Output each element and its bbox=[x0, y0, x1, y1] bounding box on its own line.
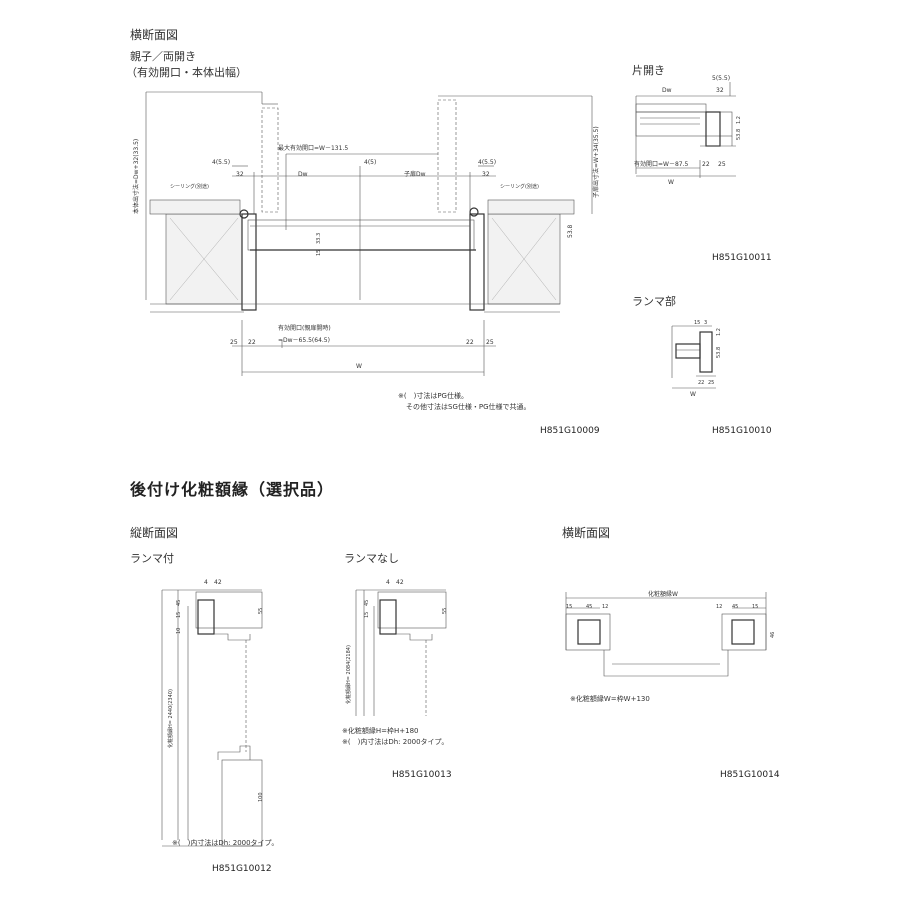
section-title-yoko: 横断面図 bbox=[130, 28, 179, 42]
drawing-code-10010: H851G10010 bbox=[712, 426, 772, 436]
nashi-dim-55: 55 bbox=[442, 608, 448, 614]
tate-dim-15: 15 bbox=[176, 612, 182, 618]
dim-32-right: 32 bbox=[482, 171, 490, 178]
note-pg-1: ※( )寸法はPG仕様。 bbox=[398, 392, 468, 400]
tate-dim-55: 55 bbox=[258, 608, 264, 614]
kata-dim-538: 53.8 bbox=[736, 129, 742, 140]
gaku-dim-46: 46 bbox=[770, 632, 776, 638]
note-pg-2: その他寸法はSG仕様・PG仕様で共通。 bbox=[406, 403, 531, 411]
gaku-dim-45-right: 45 bbox=[732, 604, 738, 610]
dim-max-open: 最大有効開口=W－131.5 bbox=[278, 144, 348, 152]
tate-dim-gh2440: 化粧額縁H= 2440(2340) bbox=[167, 689, 174, 748]
dim-4-55-right: 4(5.5) bbox=[478, 159, 496, 166]
drawing-code-10014: H851G10014 bbox=[720, 770, 780, 780]
kata-dim-12: 1.2 bbox=[736, 116, 742, 124]
dim-538: 53.8 bbox=[567, 224, 574, 238]
subtitle-oyako-2: （有効開口・本体出幅） bbox=[126, 66, 247, 79]
dim-eff-open: 有効開口(親扉開時) bbox=[278, 324, 331, 332]
ranma-dim-12: 1.2 bbox=[716, 328, 722, 336]
drawing-code-10011: H851G10011 bbox=[712, 253, 772, 263]
tate-dim-10: 10 bbox=[176, 628, 182, 634]
dim-25-left: 25 bbox=[230, 339, 238, 346]
dim-ko-dw: 子扉Dw bbox=[404, 170, 426, 178]
section-title-tate: 縦断面図 bbox=[130, 526, 179, 540]
note-dh2000-a: ※( )内寸法はDh: 2000タイプ。 bbox=[172, 839, 279, 847]
label-sealing-left: シーリング(別途) bbox=[170, 183, 209, 190]
dim-4-55-left: 4(5.5) bbox=[212, 159, 230, 166]
gaku-dim-12-right: 12 bbox=[716, 604, 722, 610]
tate-dim-100: 100 bbox=[258, 792, 264, 802]
note-gaku-h: ※化粧額縁H=枠H+180 bbox=[342, 727, 419, 735]
ranma-dim-15: 15 bbox=[694, 320, 700, 326]
dim-33: 33.3 bbox=[316, 233, 322, 244]
section-title-yoko-2: 横断面図 bbox=[562, 526, 611, 540]
kata-dim-22: 22 bbox=[702, 161, 710, 168]
kata-dim-55: 5(5.5) bbox=[712, 75, 730, 82]
nashi-dim-15: 15 bbox=[364, 612, 370, 618]
dim-22-right: 22 bbox=[466, 339, 474, 346]
tate-dim-4: 4 bbox=[204, 579, 208, 586]
drawing-code-10013: H851G10013 bbox=[392, 770, 452, 780]
nashi-dim-gh2084: 化粧額縁H= 2084(2184) bbox=[345, 645, 352, 704]
kata-dim-25: 25 bbox=[718, 161, 726, 168]
subtitle-ranma-nashi: ランマなし bbox=[344, 552, 399, 565]
dim-4-5: 4(5) bbox=[364, 159, 376, 166]
nashi-dim-42: 42 bbox=[396, 579, 404, 586]
nashi-dim-4: 4 bbox=[386, 579, 390, 586]
kata-dim-dw: Dw bbox=[662, 87, 672, 94]
kata-dim-eff-open: 有効開口=W－87.5 bbox=[634, 160, 689, 168]
gaku-dim-45-left: 45 bbox=[586, 604, 592, 610]
kata-dim-32: 32 bbox=[716, 87, 724, 94]
dim-22-left: 22 bbox=[248, 339, 256, 346]
gaku-dim-12-left: 12 bbox=[602, 604, 608, 610]
subtitle-ranma-bu: ランマ部 bbox=[632, 295, 676, 308]
gaku-dim-15-left: 15 bbox=[566, 604, 572, 610]
dim-15: 15 bbox=[316, 250, 322, 256]
nashi-dim-45: 45 bbox=[364, 600, 370, 606]
label-sealing-right: シーリング(別途) bbox=[500, 183, 539, 190]
note-dh2000-b: ※( )内寸法はDh: 2000タイプ。 bbox=[342, 738, 449, 746]
tate-dim-45: 45 bbox=[176, 600, 182, 606]
drawing-code-10012: H851G10012 bbox=[212, 864, 272, 874]
dim-honhai: 本体出寸法=Dw+32(33.5) bbox=[132, 139, 140, 214]
note-gaku-w: ※化粧額縁W=枠W+130 bbox=[570, 695, 650, 703]
dim-25-right: 25 bbox=[486, 339, 494, 346]
ranma-dim-538: 53.8 bbox=[716, 347, 722, 358]
subtitle-katabiraki: 片開き bbox=[632, 64, 665, 77]
gaku-dim-15-right: 15 bbox=[752, 604, 758, 610]
ranma-dim-w: W bbox=[690, 391, 696, 398]
dim-32-left: 32 bbox=[236, 171, 244, 178]
subtitle-oyako: 親子／両開き bbox=[130, 50, 196, 63]
dim-eff-open-val: =Dw－65.5(64.5) bbox=[278, 337, 330, 344]
ranma-dim-30: 3 bbox=[704, 320, 707, 326]
dim-kobira: 子扉出寸法=W+34(35.5) bbox=[592, 126, 600, 198]
gaku-dim-gw: 化粧額縁W bbox=[648, 590, 678, 598]
ranma-dim-25: 25 bbox=[708, 380, 714, 386]
dim-w: W bbox=[356, 363, 362, 370]
ranma-dim-22: 22 bbox=[698, 380, 704, 386]
kata-dim-w: W bbox=[668, 179, 674, 186]
tate-dim-42: 42 bbox=[214, 579, 222, 586]
dim-dw: Dw bbox=[298, 171, 308, 178]
section-title-gakubuchi: 後付け化粧額縁（選択品） bbox=[130, 480, 335, 499]
subtitle-ranma-tsuki: ランマ付 bbox=[130, 552, 174, 565]
drawing-code-10009: H851G10009 bbox=[540, 426, 600, 436]
